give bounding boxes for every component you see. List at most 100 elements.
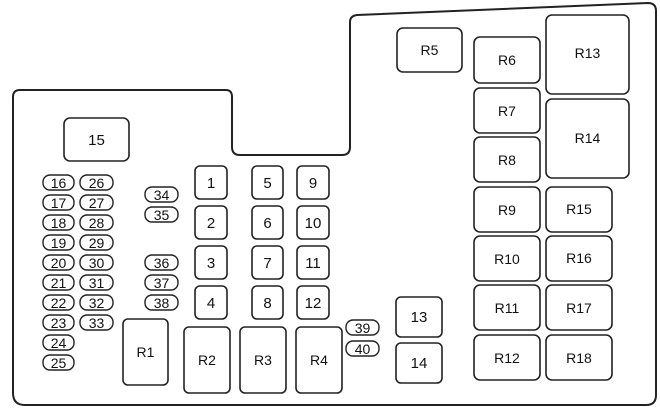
relay-r14: R14 — [545, 98, 630, 179]
fuse-6-label: 6 — [263, 215, 271, 232]
relay-r16-label: R16 — [566, 250, 592, 266]
relay-r15-label: R15 — [566, 201, 592, 217]
fuse-21: 21 — [42, 274, 75, 291]
relay-r17: R17 — [545, 284, 613, 331]
relay-r4-label: R4 — [310, 352, 328, 368]
relay-r10-label: R10 — [494, 251, 520, 267]
relay-r5: R5 — [396, 27, 463, 73]
relay-r16: R16 — [545, 235, 613, 282]
fuse-24-label: 24 — [51, 335, 67, 351]
fuse-11-label: 11 — [305, 255, 321, 272]
fuse-7: 7 — [251, 245, 284, 280]
fuse-38-label: 38 — [154, 295, 170, 311]
relay-r9: R9 — [473, 186, 541, 233]
relay-r10: R10 — [473, 235, 541, 282]
fuse-14-label: 14 — [411, 355, 428, 372]
fuse-40-label: 40 — [355, 341, 371, 357]
fuse-5-label: 5 — [263, 175, 271, 192]
fuse-28: 28 — [79, 214, 114, 231]
relay-r18: R18 — [545, 334, 613, 381]
fuse-5: 5 — [251, 165, 284, 200]
fuse-18-label: 18 — [51, 215, 67, 231]
fuse-29-label: 29 — [89, 235, 105, 251]
fuse-34: 34 — [144, 186, 179, 203]
fuse-36-label: 36 — [154, 255, 170, 271]
fuse-37-label: 37 — [154, 275, 170, 291]
fuse-10-label: 10 — [305, 215, 322, 232]
fuse-25-label: 25 — [51, 355, 67, 371]
relay-r12-label: R12 — [494, 350, 520, 366]
relay-r3-label: R3 — [254, 352, 272, 368]
fuse-12-label: 12 — [305, 295, 322, 312]
fuse-1-label: 1 — [207, 175, 215, 192]
fuse-22: 22 — [42, 294, 75, 311]
relay-r1: R1 — [122, 318, 169, 386]
relay-r7-label: R7 — [498, 103, 516, 119]
fuse-30-label: 30 — [89, 255, 105, 271]
fuse-2-label: 2 — [207, 215, 215, 232]
relay-r9-label: R9 — [498, 202, 516, 218]
relay-r18-label: R18 — [566, 350, 592, 366]
fuse-14: 14 — [395, 342, 443, 384]
fuse-12: 12 — [296, 285, 330, 320]
relay-r13: R13 — [545, 14, 630, 95]
fuse-33: 33 — [79, 314, 114, 331]
fuse-19: 19 — [42, 234, 75, 251]
relay-r2-label: R2 — [198, 352, 216, 368]
fuse-20-label: 20 — [51, 255, 67, 271]
fuse-25: 25 — [42, 354, 75, 371]
relay-r6: R6 — [473, 36, 541, 84]
fuse-8-label: 8 — [263, 295, 271, 312]
fuse-4: 4 — [194, 285, 228, 320]
fuse-9-label: 9 — [309, 175, 317, 192]
fuse-34-label: 34 — [154, 187, 170, 203]
fuse-7-label: 7 — [263, 255, 271, 272]
relay-r17-label: R17 — [566, 300, 592, 316]
fuse-37: 37 — [144, 274, 179, 291]
relay-r14-label: R14 — [575, 130, 601, 146]
fuse-18: 18 — [42, 214, 75, 231]
fuse-39-label: 39 — [355, 320, 371, 336]
fuse-39: 39 — [345, 319, 380, 336]
fuse-10: 10 — [296, 205, 330, 240]
fuse-15-label: 15 — [88, 132, 105, 149]
fuse-13: 13 — [395, 296, 443, 338]
fuse-31: 31 — [79, 274, 114, 291]
relay-r12: R12 — [473, 334, 541, 381]
relay-r7: R7 — [473, 87, 541, 134]
fuse-29: 29 — [79, 234, 114, 251]
fuse-6: 6 — [251, 205, 284, 240]
fuse-35-label: 35 — [154, 207, 170, 223]
fuse-20: 20 — [42, 254, 75, 271]
fuse-32: 32 — [79, 294, 114, 311]
fuse-27: 27 — [79, 194, 114, 211]
fuse-26: 26 — [79, 174, 114, 191]
relay-r1-label: R1 — [137, 344, 155, 360]
relay-r8-label: R8 — [498, 152, 516, 168]
fuse-22-label: 22 — [51, 295, 67, 311]
fuse-32-label: 32 — [89, 295, 105, 311]
fuse-17: 17 — [42, 194, 75, 211]
fuse-35: 35 — [144, 206, 179, 223]
fuse-17-label: 17 — [51, 195, 67, 211]
fuse-1: 1 — [194, 165, 228, 200]
fuse-3-label: 3 — [207, 255, 215, 272]
relay-r3: R3 — [239, 326, 287, 394]
fuse-38: 38 — [144, 294, 179, 311]
fuse-27-label: 27 — [89, 195, 105, 211]
fuse-33-label: 33 — [89, 315, 105, 331]
fuse-19-label: 19 — [51, 235, 67, 251]
fuse-9: 9 — [296, 165, 330, 200]
fuse-24: 24 — [42, 334, 75, 351]
fuse-23: 23 — [42, 314, 75, 331]
fuse-23-label: 23 — [51, 315, 67, 331]
relay-r8: R8 — [473, 136, 541, 183]
relay-r15: R15 — [545, 186, 613, 233]
fuse-13-label: 13 — [411, 309, 428, 326]
fuse-21-label: 21 — [51, 275, 67, 291]
fuse-16: 16 — [42, 174, 75, 191]
fuse-28-label: 28 — [89, 215, 105, 231]
fuse-30: 30 — [79, 254, 114, 271]
relay-r11-label: R11 — [495, 300, 520, 316]
